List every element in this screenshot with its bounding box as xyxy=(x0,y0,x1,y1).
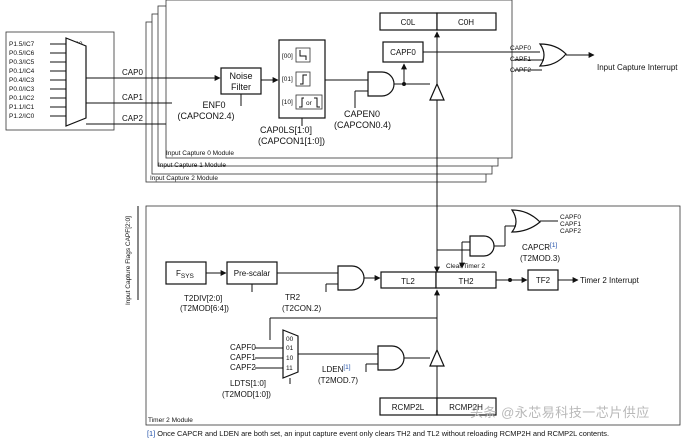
rcmp2l-label: RCMP2L xyxy=(392,403,425,412)
falling-edge-icon xyxy=(295,47,311,63)
pin-label: P0.4/IC3 xyxy=(9,77,35,84)
pin-label: P1.5/IC7 xyxy=(9,41,35,48)
footnote: [1] Once CAPCR and LDEN are both set, an… xyxy=(147,429,609,438)
lden-name: LDEN[1] xyxy=(322,364,351,374)
input-capture-interrupt-label: Input Capture Interrupt xyxy=(597,63,678,72)
timer2-module-frame xyxy=(145,205,681,426)
ldts-input-capf2: CAPF2 xyxy=(230,363,256,372)
ldts-register: (T2MOD[1:0]) xyxy=(222,390,271,399)
c0h-register xyxy=(436,12,497,31)
edge-option-00: [00] xyxy=(282,53,293,60)
both-edge-rising-symbol xyxy=(299,97,304,108)
falling-edge-symbol xyxy=(299,50,307,60)
cap1-label: CAP1 xyxy=(122,93,143,102)
tr2-name: TR2 xyxy=(285,293,301,302)
t2div-name: T2DIV[2:0] xyxy=(184,294,222,303)
tr2-and-gate xyxy=(337,265,365,291)
input-capture-or-gate xyxy=(538,43,567,67)
noise-filter-label-1: Noise xyxy=(229,71,252,81)
capcr-or-capf2: CAPF2 xyxy=(560,228,581,235)
enf0-register: (CAPCON2.4) xyxy=(177,111,234,121)
or-input-capf0: CAPF0 xyxy=(510,45,531,52)
t2div-register: (T2MOD[6:4]) xyxy=(180,304,229,313)
pin-label: P1.1/IC1 xyxy=(9,104,35,111)
c0h-label: C0H xyxy=(458,18,474,27)
clear-timer-and-gate xyxy=(469,235,495,257)
tl2-label: TL2 xyxy=(401,277,415,286)
pin-block xyxy=(5,31,115,131)
cap0ls-name: CAP0LS[1:0] xyxy=(260,125,312,135)
pin-label: P0.3/IC5 xyxy=(9,59,35,66)
input-mux xyxy=(65,37,87,127)
pin-label: P0.5/IC6 xyxy=(9,50,35,57)
module-label-timer2: Timer 2 Module xyxy=(148,417,193,424)
th2-label: TH2 xyxy=(458,277,474,286)
edge-option-10: [10] xyxy=(282,99,293,106)
noise-filter-box xyxy=(220,67,262,95)
or-input-capf2: CAPF2 xyxy=(510,67,531,74)
clear-timer2-label: Clear Timer 2 xyxy=(446,263,485,270)
enf0-name: ENF0 xyxy=(202,100,225,110)
footnote-text: Once CAPCR and LDEN are both set, an inp… xyxy=(157,429,610,438)
capf0-box-label: CAPF0 xyxy=(390,48,416,57)
ldts-name: LDTS[1:0] xyxy=(230,379,266,388)
noise-filter-label-2: Filter xyxy=(231,82,251,92)
ldts-code-01: 01 xyxy=(286,345,294,352)
capcr-name: CAPCR[1] xyxy=(522,242,557,252)
capen0-and-gate xyxy=(367,71,395,97)
capcr-or-capf0: CAPF0 xyxy=(560,214,581,221)
ldts-code-11: 11 xyxy=(286,365,293,372)
module-label-ic0: Input Capture 0 Module xyxy=(166,150,234,157)
fsys-label: FSYS xyxy=(176,269,195,280)
ldts-code-10: 10 xyxy=(286,355,294,362)
pin-label: P0.1/IC2 xyxy=(9,95,35,102)
module-label-ic2: Input Capture 2 Module xyxy=(150,175,218,182)
pin-label: P0.1/IC4 xyxy=(9,68,35,75)
edge-option-01: [01] xyxy=(282,76,293,83)
rcmp2h-register xyxy=(436,397,497,416)
timer2-interrupt-label: Timer 2 Interrupt xyxy=(580,276,640,285)
watermark: 头条 @永芯易科技一芯片供应 xyxy=(470,405,650,420)
pin-label: P0.0/IC3 xyxy=(9,86,35,93)
pin-label: P1.2/IC0 xyxy=(9,113,35,120)
capture-flags-label: Input Capture Flags CAPF[2:0] xyxy=(125,216,132,305)
ldts-input-capf1: CAPF1 xyxy=(230,353,256,362)
rising-edge-symbol xyxy=(300,74,307,85)
lden-register: (T2MOD.7) xyxy=(318,376,358,385)
c0l-label: C0L xyxy=(401,18,416,27)
ldts-mux xyxy=(282,329,299,379)
cap2-label: CAP2 xyxy=(122,114,143,123)
prescalar-label: Pre-scalar xyxy=(234,269,271,278)
tr2-register: (T2CON.2) xyxy=(282,304,321,313)
capen0-name: CAPEN0 xyxy=(344,109,380,119)
capen0-register: (CAPCON0.4) xyxy=(334,120,391,130)
footnote-ref: [1] xyxy=(147,429,156,438)
edge-option-or: or xyxy=(306,100,313,107)
capcr-or-capf1: CAPF1 xyxy=(560,221,581,228)
capcr-register: (T2MOD.3) xyxy=(520,254,560,263)
cap0-label: CAP0 xyxy=(122,68,143,77)
capcr-or-gate xyxy=(510,209,541,233)
lden-and-gate xyxy=(377,345,405,371)
rcmp2h-label: RCMP2H xyxy=(449,403,483,412)
ldts-code-00: 00 xyxy=(286,336,294,343)
tf2-label: TF2 xyxy=(536,276,551,285)
ldts-input-capf0: CAPF0 xyxy=(230,343,256,352)
both-edge-falling-symbol xyxy=(314,97,320,108)
or-input-capf1: CAPF1 xyxy=(510,56,531,63)
module-label-ic1: Input Capture 1 Module xyxy=(158,162,226,169)
cap0ls-register: (CAPCON1[1:0]) xyxy=(258,136,325,146)
